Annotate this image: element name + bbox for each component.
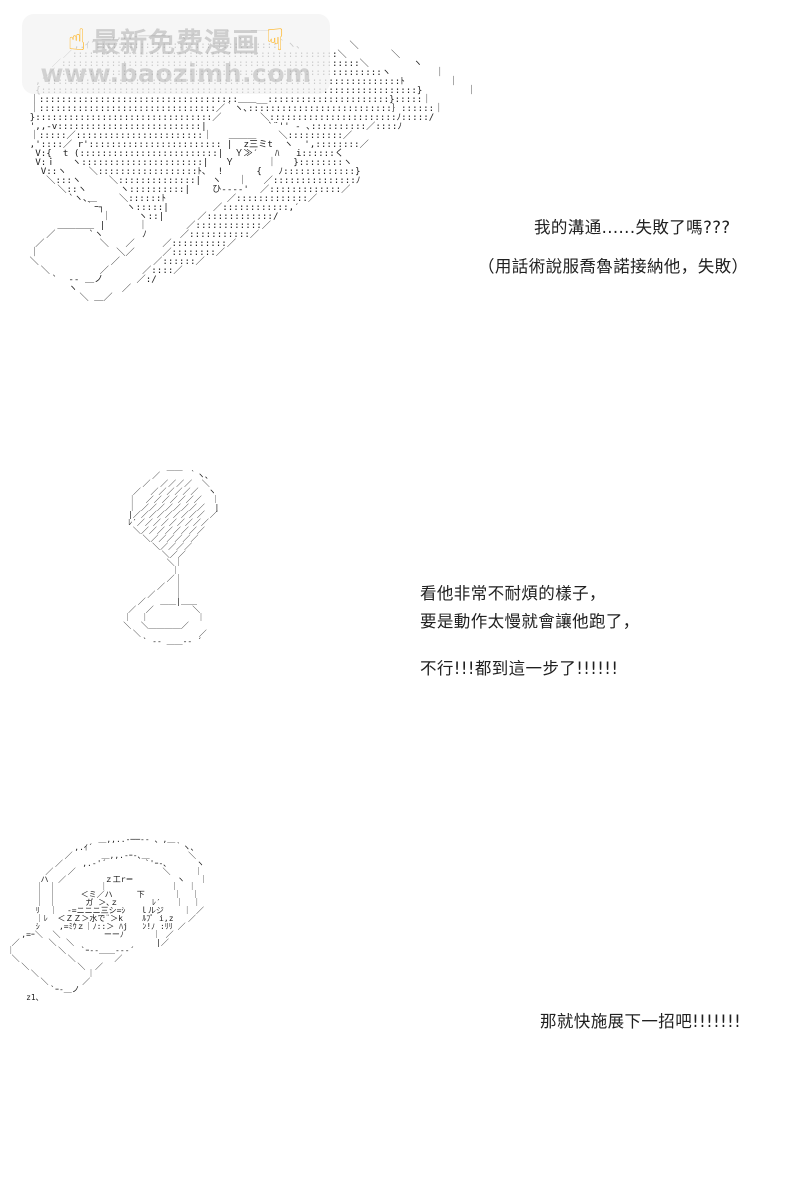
dialogue-panel-2-line-2: 不行!!!都到這一步了!!!!!! <box>420 659 619 678</box>
ascii-art-panel-2: ＿＿ ／ ｀ヽ､ ／ ／／／／ ＼ ／ ／／／／／／ ヽ ｜ ／／／／／／／ ｜… <box>123 463 220 646</box>
ascii-art-panel-3: ＿,,..-──-- 、,＿ ,.ｲ´ ｀ヽ､ ／ ＿,,.-ｰ-､＿ ＼ ／ … <box>6 835 208 1003</box>
dialogue-panel-1-line-2: （用話術說服喬魯諾接納他，失敗） <box>478 257 749 276</box>
dialogue-panel-1-line-1: 我的溝通......失敗了嗎??? <box>534 218 731 237</box>
ascii-art-panel-1: ＿＿ ＿,,..-─────- ､／ ｀ ､ ,.ｲ´:::::::::::::… <box>29 22 476 304</box>
dialogue-panel-2-line-1: 看他非常不耐煩的樣子， 要是動作太慢就會讓他跑了， <box>420 584 640 631</box>
dialogue-panel-3-line-1: 那就快施展下一招吧!!!!!!! <box>540 1012 742 1031</box>
